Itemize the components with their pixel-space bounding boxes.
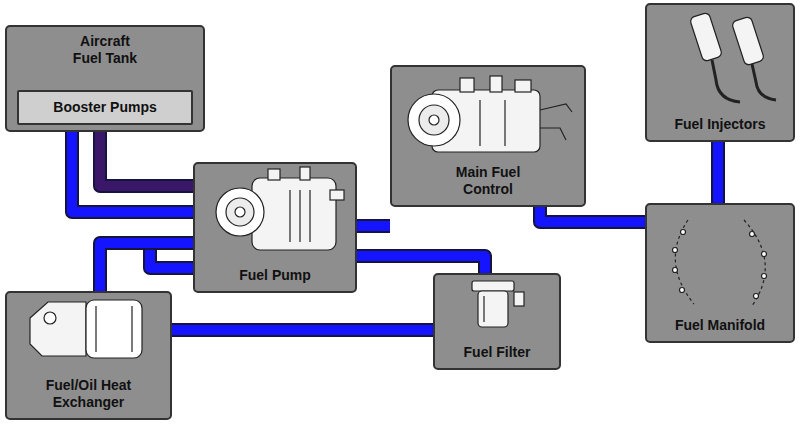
fuel-line xyxy=(357,256,485,273)
component-label: Fuel/Oil Heat Exchanger xyxy=(33,377,145,411)
fuel-line-outline xyxy=(540,207,645,222)
fuel-line xyxy=(540,207,645,222)
fuel-line-core xyxy=(713,142,723,203)
fuel-line-core xyxy=(357,221,390,231)
component-label: Fuel Manifold xyxy=(675,317,765,334)
component-box: Fuel/Oil Heat Exchanger xyxy=(5,291,172,420)
component-box: Fuel Manifold xyxy=(645,203,795,343)
main-fuel-control-drawing xyxy=(408,76,572,152)
fuel-line-core xyxy=(100,125,193,186)
pump-box: Booster Pumps xyxy=(17,90,193,125)
fuel-injectors-drawing xyxy=(689,12,776,102)
fuel-filter-drawing xyxy=(472,281,524,327)
component-label: Fuel Filter xyxy=(464,344,531,361)
fuel-line-outline xyxy=(357,256,485,273)
fuel-line-outline xyxy=(72,132,193,212)
fuel-line xyxy=(172,330,433,331)
component-label: Fuel Pump xyxy=(239,267,311,284)
component-box: Fuel Pump xyxy=(193,162,357,293)
component-label: Main Fuel Control xyxy=(443,164,533,198)
fuel-line-outline xyxy=(711,142,725,203)
fuel-line-core xyxy=(100,243,193,291)
fuel-line xyxy=(357,226,390,227)
fuel-line-outline xyxy=(100,243,193,291)
fuel-line-outline xyxy=(100,125,193,186)
component-box: Main Fuel Control xyxy=(390,65,586,207)
fuel-line xyxy=(718,142,719,203)
fuel-line-core xyxy=(540,207,645,222)
component-box: Fuel Filter xyxy=(433,273,561,370)
fuel-line-outline xyxy=(357,219,390,233)
fuel-manifold-drawing xyxy=(673,220,767,306)
heat-exchanger-drawing xyxy=(30,300,142,358)
component-label: Aircraft Fuel Tank xyxy=(65,33,145,67)
component-label: Booster Pumps xyxy=(53,99,156,116)
component-box: Aircraft Fuel TankBooster Pumps xyxy=(5,25,205,132)
fuel-line xyxy=(100,125,193,186)
component-box: Fuel Injectors xyxy=(645,3,795,142)
fuel-line-outline xyxy=(172,323,433,337)
fuel-pump-drawing xyxy=(216,167,344,250)
fuel-line xyxy=(72,132,193,212)
fuel-line-core xyxy=(357,256,485,273)
fuel-line xyxy=(100,243,193,291)
fuel-line-core xyxy=(72,132,193,212)
component-label: Fuel Injectors xyxy=(674,116,765,133)
fuel-line-core xyxy=(172,325,433,335)
